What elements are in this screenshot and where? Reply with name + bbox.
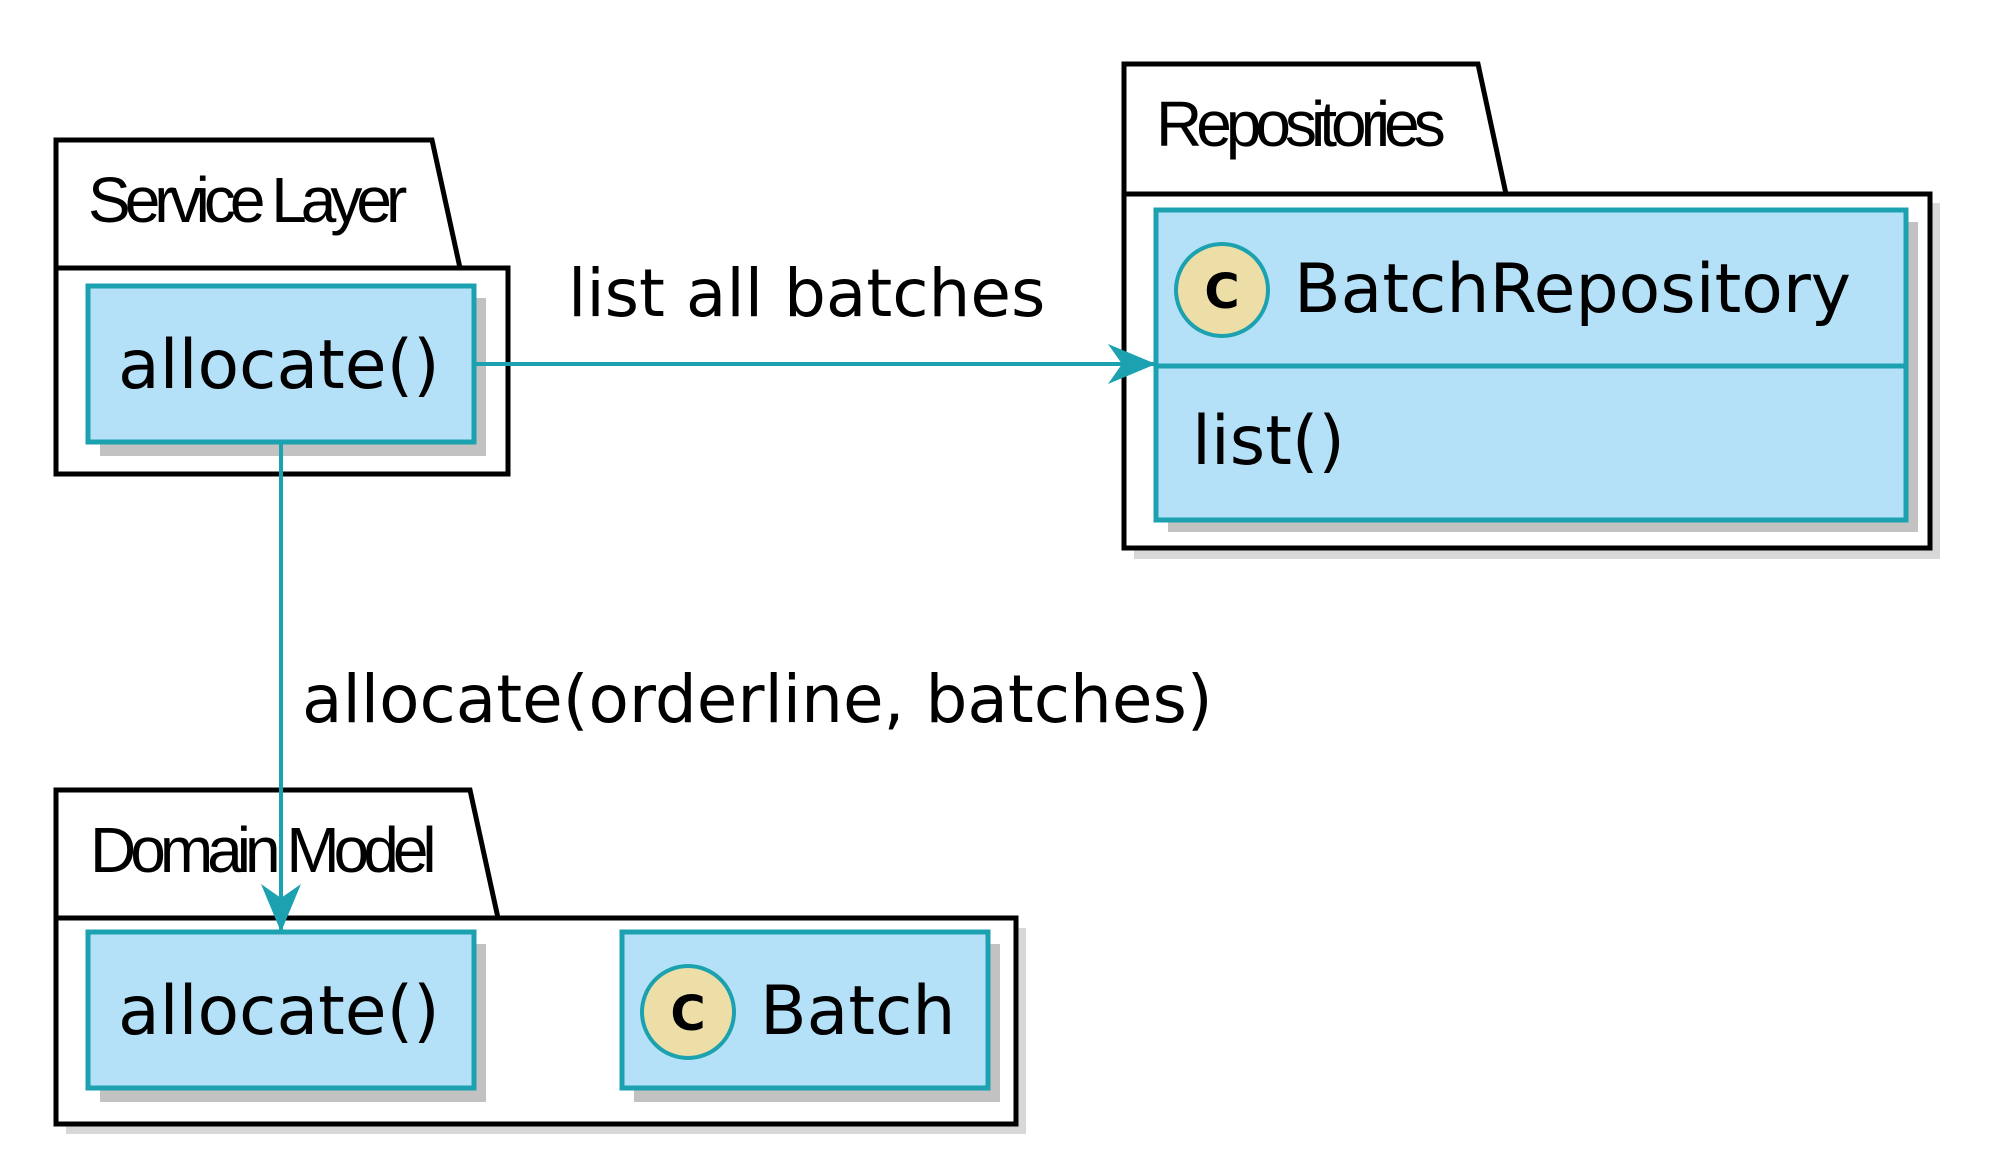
domain-allocate-node: allocate()	[85, 929, 486, 1102]
package-title: Domain Model	[90, 814, 432, 886]
edge-label: list all batches	[568, 255, 1045, 332]
node-box	[85, 283, 477, 445]
class-glyph: C	[670, 986, 705, 1042]
class-name: Batch	[760, 972, 955, 1051]
package-title: Repositories	[1156, 88, 1444, 160]
arrowhead-icon	[1108, 344, 1156, 384]
batch-repository-class: C BatchRepository list()	[1153, 207, 1918, 532]
class-method: list()	[1192, 402, 1345, 481]
class-stereotype-icon: C	[1174, 242, 1270, 338]
arrowhead-icon	[261, 884, 301, 932]
node-box	[85, 929, 477, 1091]
class-glyph: C	[1204, 264, 1239, 320]
edge-list-all-batches: list all batches	[474, 255, 1156, 384]
class-stereotype-icon: C	[640, 964, 736, 1060]
service-allocate-node: allocate()	[85, 283, 486, 456]
class-name: BatchRepository	[1294, 250, 1851, 329]
edge-label: allocate(orderline, batches)	[302, 661, 1213, 738]
edge-allocate-orderline: allocate(orderline, batches)	[261, 442, 1213, 932]
function-label: allocate()	[118, 326, 440, 405]
batch-class: C Batch	[619, 929, 1000, 1102]
function-label: allocate()	[118, 972, 440, 1051]
package-title: Service Layer	[88, 164, 407, 236]
